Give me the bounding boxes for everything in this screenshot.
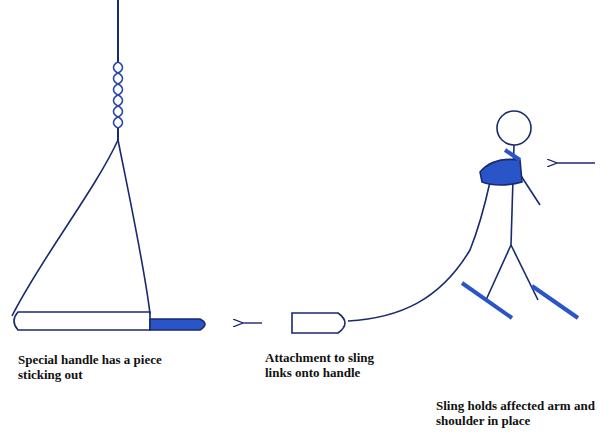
- stick-figure: [462, 111, 578, 318]
- arrow: [242, 322, 262, 323]
- handle: [12, 140, 205, 330]
- attachment: [292, 182, 490, 333]
- caption-label: Attachment to sling links onto handle: [265, 350, 400, 380]
- arrow: [556, 162, 595, 163]
- caption-label: Sling holds affected arm and shoulder in…: [436, 398, 608, 428]
- caption-label: Special handle has a piece sticking out: [18, 352, 168, 382]
- rope: [114, 0, 123, 140]
